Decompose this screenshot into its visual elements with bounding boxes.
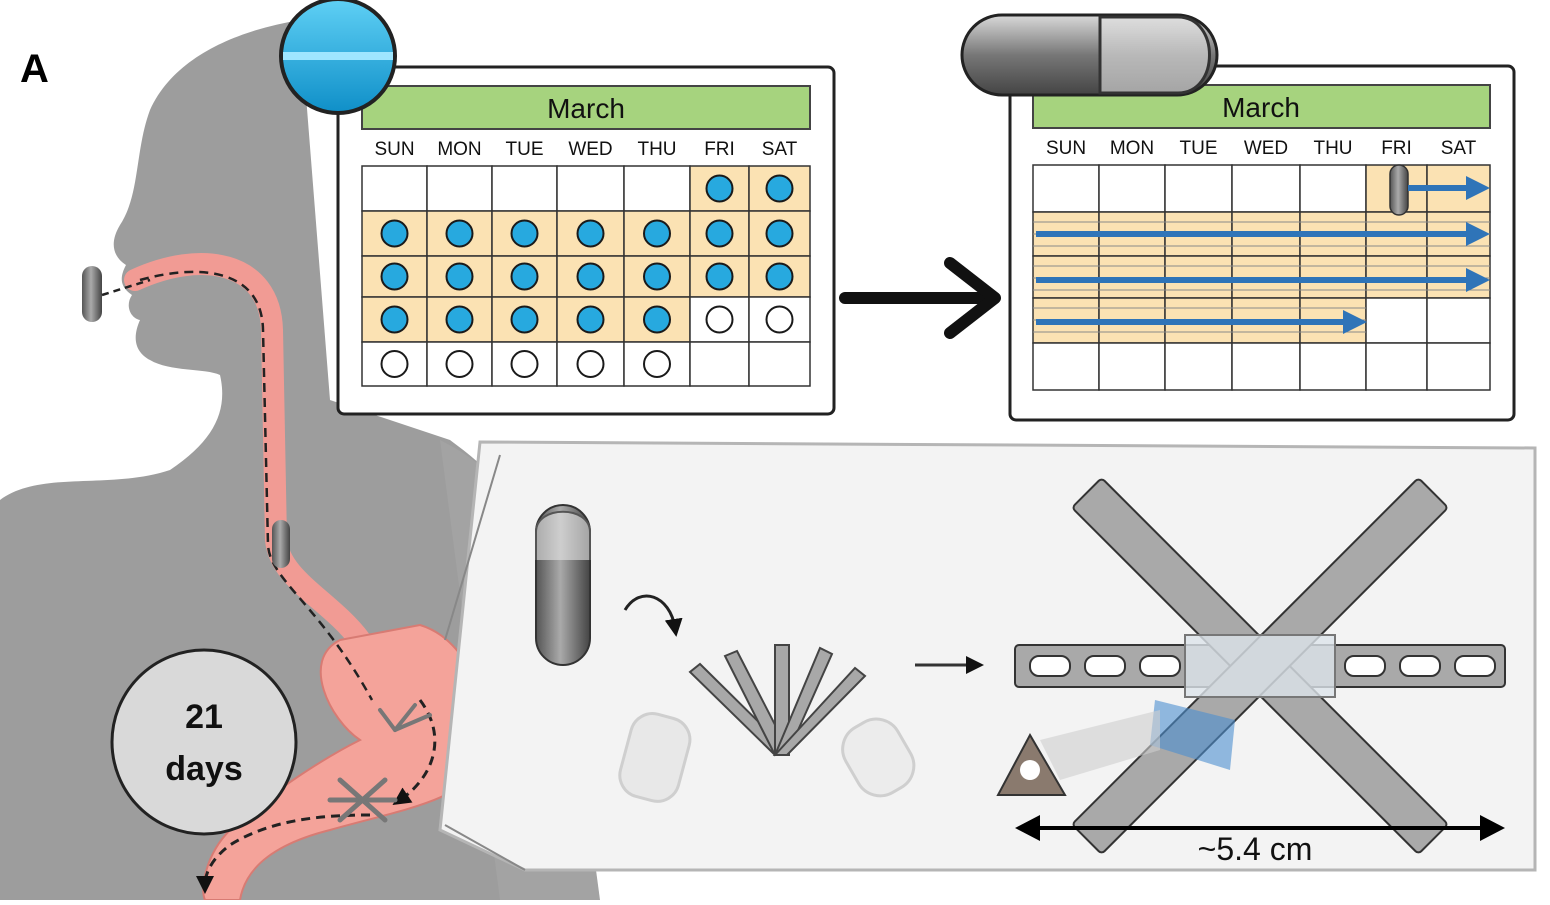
calendar-cell — [748, 210, 811, 257]
day-label-tue: TUE — [506, 139, 544, 160]
calendar-cell — [1164, 342, 1233, 391]
folded-dosage-form-icon — [688, 644, 867, 757]
calendar-cell — [1032, 164, 1100, 213]
panel-label: A — [20, 47, 49, 91]
day-label-mon: MON — [437, 139, 481, 160]
pill-dot-icon — [643, 305, 671, 334]
stomach-dosage-form — [327, 777, 398, 823]
day-label-fri: FRI — [1381, 138, 1412, 159]
calendar-cell — [1164, 164, 1233, 213]
day-label-thu: THU — [1313, 138, 1352, 159]
pill-dot-icon — [380, 305, 409, 334]
calendar-cell — [1032, 342, 1100, 391]
calendar-single-dose: March SUN MON TUE WED THU FRI SAT — [1008, 64, 1516, 422]
pill-dot-icon — [510, 219, 539, 248]
duration-unit: days — [165, 750, 243, 788]
pill-dot-icon — [380, 219, 409, 248]
pill-icon — [279, 0, 397, 115]
calendar-cell — [689, 341, 750, 387]
day-label-wed: WED — [568, 139, 612, 160]
pill-dot-icon — [765, 174, 794, 203]
dose-capsule-icon — [1389, 164, 1409, 216]
calendar-cell — [748, 341, 811, 387]
calendar-cell — [491, 165, 558, 212]
calendar-cell — [1365, 297, 1428, 344]
pill-dot-icon — [576, 305, 605, 334]
scale-bar: ~5.4 cm — [1015, 815, 1505, 867]
transition-arrow-icon — [839, 257, 1001, 339]
day-label-sun: SUN — [1046, 138, 1086, 159]
calendar-cell — [1426, 297, 1491, 344]
capsule-top-icon — [960, 13, 1219, 97]
swallowed-capsule-icon — [82, 266, 102, 322]
pill-dot-icon — [576, 219, 605, 248]
day-label-thu: THU — [637, 139, 676, 160]
pill-dot-icon — [576, 262, 605, 291]
calendar-cell — [556, 165, 625, 212]
calendar-cell — [1365, 342, 1428, 391]
pill-dot-icon — [445, 305, 474, 334]
calendar-cell — [426, 165, 493, 212]
calendar-cell — [1098, 342, 1166, 391]
day-label-fri: FRI — [704, 139, 735, 160]
calendar-left-month: March — [547, 93, 625, 124]
duration-number: 21 — [185, 698, 223, 736]
scale-label: ~5.4 cm — [1198, 831, 1313, 867]
calendar-cell — [1299, 164, 1367, 213]
empty-dot-icon — [643, 350, 671, 378]
day-label-sat: SAT — [762, 139, 798, 160]
pill-dot-icon — [765, 219, 794, 248]
unfolded-dosage-form-icon — [1014, 478, 1506, 854]
calendar-cell — [361, 165, 428, 212]
pill-dot-icon — [765, 262, 794, 291]
empty-dot-icon — [765, 305, 794, 334]
cross-section-icon — [996, 710, 1160, 796]
pill-dot-icon — [705, 219, 734, 248]
pill-dot-icon — [705, 174, 734, 203]
day-label-mon: MON — [1110, 138, 1154, 159]
calendar-cell — [1098, 164, 1166, 213]
folding-dosage-form — [378, 703, 432, 732]
empty-dot-icon — [445, 350, 474, 378]
pill-dot-icon — [643, 219, 671, 248]
day-label-sat: SAT — [1441, 138, 1477, 159]
calendar-daily-dosing: March SUN MON TUE WED THU FRI SAT — [336, 65, 836, 416]
empty-dot-icon — [705, 305, 734, 334]
duration-badge: 21 days — [110, 648, 298, 836]
pill-dot-icon — [445, 262, 474, 291]
calendar-cell — [1299, 342, 1367, 391]
curved-arrow-icon — [623, 594, 683, 637]
pill-dot-icon — [643, 262, 671, 291]
pill-dot-icon — [380, 262, 409, 291]
esophagus-capsule-icon — [272, 520, 290, 568]
empty-dot-icon — [576, 350, 605, 378]
day-label-wed: WED — [1244, 138, 1288, 159]
calendar-cell — [1231, 342, 1301, 391]
day-label-tue: TUE — [1180, 138, 1218, 159]
pill-dot-icon — [510, 262, 539, 291]
capsule-icon — [535, 504, 591, 666]
capsule-half-left-icon — [618, 712, 692, 803]
pill-dot-icon — [445, 219, 474, 248]
pill-dot-icon — [705, 262, 734, 291]
calendar-cell — [1231, 164, 1301, 213]
day-label-sun: SUN — [374, 139, 414, 160]
deployment-inset: ~5.4 cm — [438, 440, 1537, 872]
capsule-half-right-icon — [841, 717, 916, 798]
empty-dot-icon — [380, 350, 409, 378]
calendar-cell — [623, 165, 691, 212]
calendar-right-month: March — [1222, 92, 1300, 123]
empty-dot-icon — [510, 350, 539, 378]
calendar-cell — [1426, 342, 1491, 391]
pill-dot-icon — [510, 305, 539, 334]
